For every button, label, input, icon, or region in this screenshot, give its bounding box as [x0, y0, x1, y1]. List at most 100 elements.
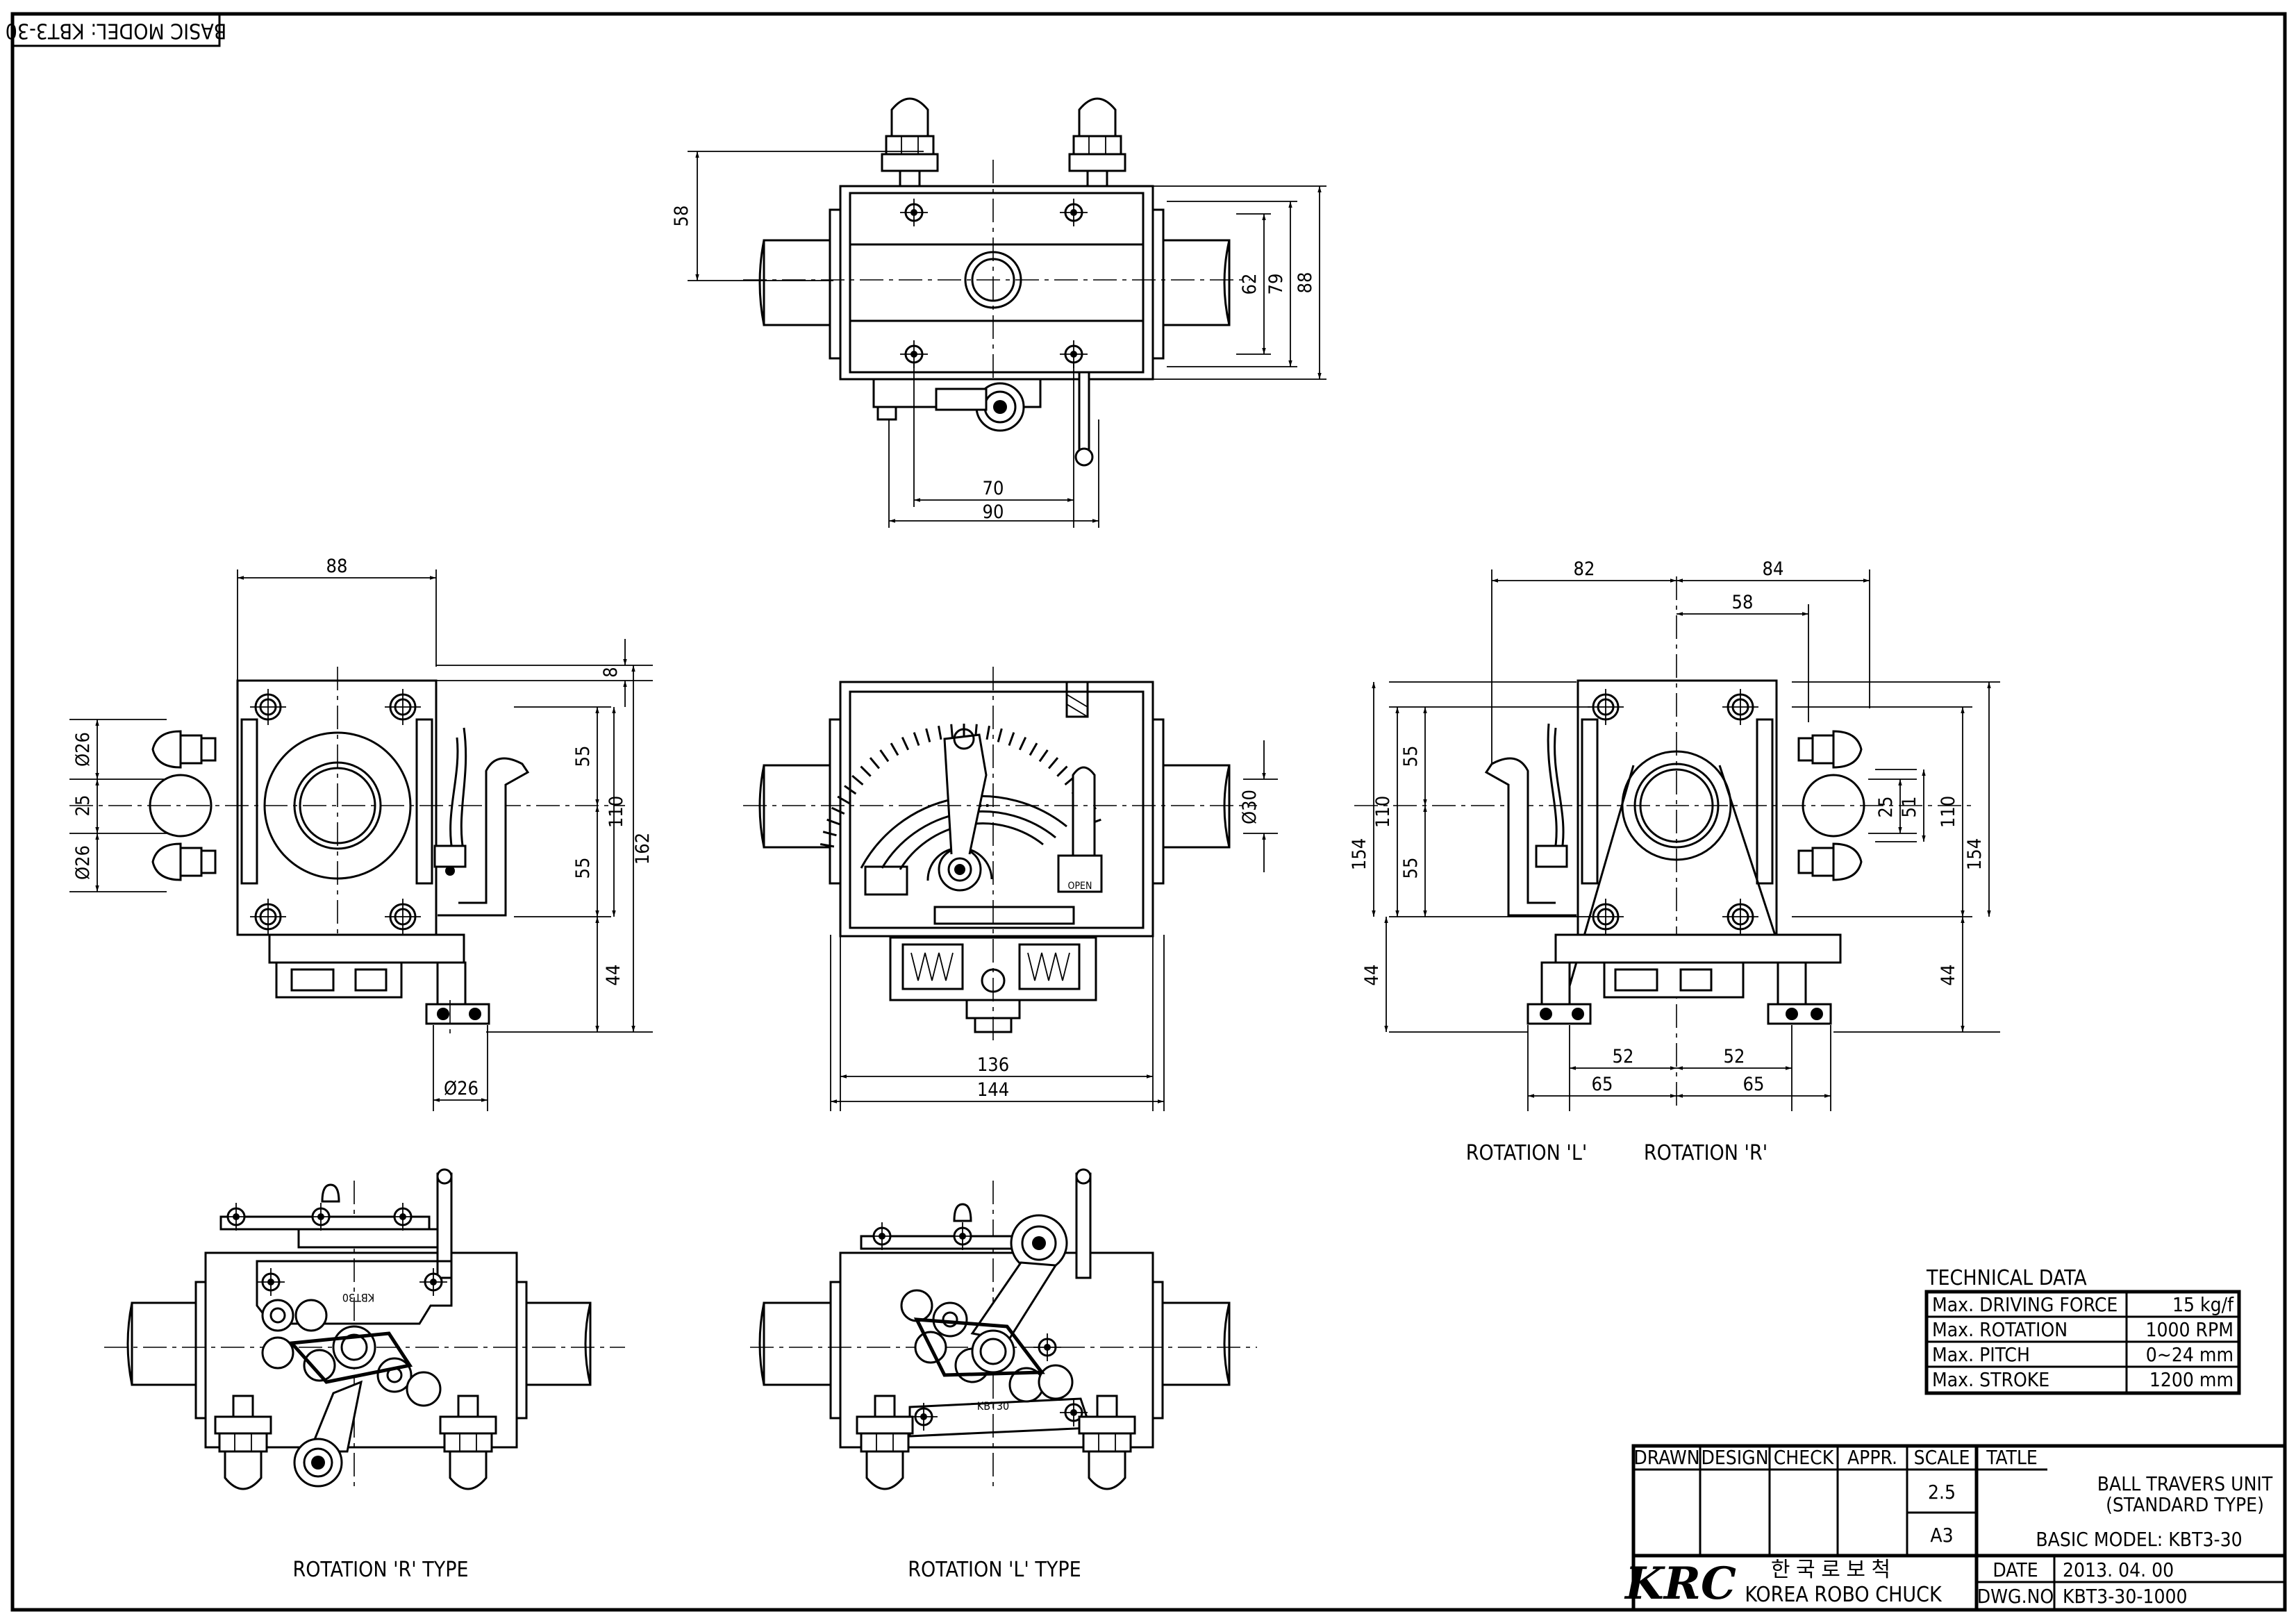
dial-tooth: [997, 728, 1003, 742]
right-dim-58: 58: [1732, 592, 1754, 613]
tb-date-value: 2013. 04. 00: [2063, 1558, 2174, 1581]
tech-row-value-pitch: 0~24 mm: [2146, 1343, 2233, 1366]
dial-tooth: [890, 742, 899, 756]
dial-tooth: [938, 725, 942, 740]
dial-tooth: [879, 749, 890, 763]
top-dim-90: 90: [983, 501, 1004, 523]
tb-header-drawn: DRAWN: [1633, 1446, 1699, 1469]
caption-rotation-l-type: ROTATION 'L' TYPE: [908, 1558, 1081, 1582]
dial-tooth: [860, 765, 872, 777]
mark-kbt30-left: KBT30: [342, 1291, 374, 1304]
right-dim-52a: 52: [1613, 1046, 1634, 1067]
top-dim-62: 62: [1239, 274, 1261, 295]
tb-scale-value: 2.5: [1928, 1481, 1956, 1504]
dial-tooth: [985, 725, 990, 740]
dial-tooth: [820, 843, 835, 848]
tb-header-check: CHECK: [1774, 1446, 1835, 1469]
tb-header-design: DESIGN: [1701, 1446, 1768, 1469]
dial-tooth: [1038, 749, 1049, 763]
right-dim-65a: 65: [1592, 1074, 1613, 1095]
dial-tooth: [837, 795, 851, 805]
mark-kbt30-right: KBT30: [977, 1399, 1009, 1413]
tb-company-english: KOREA ROBO CHUCK: [1745, 1583, 1943, 1607]
caption-rotation-r: ROTATION 'R': [1644, 1141, 1767, 1165]
tb-basic-model: BASIC MODEL: KBT3-30: [2036, 1528, 2242, 1551]
top-dim-79: 79: [1265, 274, 1287, 295]
left-dim-25: 25: [72, 795, 94, 817]
tb-header-appr: APPR.: [1847, 1446, 1897, 1469]
tech-row-value-stroke: 1200 mm: [2149, 1368, 2233, 1391]
tech-row-label-driving-force: Max. DRIVING FORCE: [1932, 1293, 2118, 1316]
border-caption: BASIC MODEL: KBT3-30: [6, 19, 227, 43]
dial-tooth: [901, 737, 910, 751]
front-dim-144: 144: [977, 1079, 1009, 1101]
left-dim-44: 44: [603, 965, 624, 986]
top-dim-70: 70: [983, 478, 1004, 499]
top-view: 58 62 79 88 70 90: [671, 97, 1326, 528]
front-dim-dia30: Ø30: [1239, 790, 1261, 824]
top-dim-88: 88: [1295, 272, 1316, 294]
tb-dwg-value: KBT3-30-1000: [2063, 1585, 2188, 1608]
tb-size-value: A3: [1930, 1524, 1953, 1547]
tech-row-label-pitch: Max. PITCH: [1932, 1343, 2030, 1366]
right-dim-65b: 65: [1743, 1074, 1765, 1095]
right-dim-51: 51: [1899, 797, 1920, 818]
technical-data-title: TECHNICAL DATA: [1926, 1266, 2087, 1290]
tb-tatle-label: TATLE: [1986, 1446, 2038, 1469]
dial-tooth: [844, 785, 857, 795]
right-dim-55a: 55: [1400, 746, 1422, 767]
dial-open-label: OPEN: [1068, 881, 1092, 892]
tb-company-korean: 한 국 로 보 척: [1771, 1558, 1890, 1582]
right-dim-44-left: 44: [1361, 965, 1383, 986]
left-dim-110: 110: [606, 796, 627, 828]
caption-rotation-r-type: ROTATION 'R' TYPE: [292, 1558, 468, 1582]
dial-tooth: [831, 806, 845, 815]
bottom-right-view: KBT30 ROTATION 'L' TYPE: [750, 1168, 1257, 1582]
left-dim-88: 88: [326, 556, 348, 577]
right-dim-154-left: 154: [1349, 838, 1370, 870]
left-dim-dia26-base: Ø26: [444, 1078, 479, 1099]
right-dim-55b: 55: [1400, 858, 1422, 879]
front-dim-136: 136: [977, 1054, 1009, 1076]
front-view: · · · · · · OPEN Ø30 136: [743, 667, 1278, 1111]
cam-link-chain-r: [256, 1267, 449, 1488]
dial-tooth: [851, 774, 864, 786]
right-dim-110-left: 110: [1372, 796, 1394, 828]
bottom-left-view: KBT30 ROTATION 'R' TYPE: [104, 1168, 625, 1582]
right-dim-25: 25: [1875, 797, 1897, 818]
tech-row-value-rotation: 1000 RPM: [2145, 1318, 2233, 1341]
tb-dwg-label: DWG.NO: [1977, 1585, 2054, 1608]
tech-row-label-rotation: Max. ROTATION: [1932, 1318, 2068, 1341]
sheet-border: BASIC MODEL: KBT3-30: [6, 12, 2287, 1612]
dial-tooth: [1056, 765, 1068, 777]
right-dim-154-right: 154: [1964, 838, 1986, 870]
left-dim-162: 162: [632, 833, 654, 865]
dial-tooth: [826, 818, 840, 826]
right-dim-82: 82: [1574, 558, 1595, 580]
right-dim-84: 84: [1763, 558, 1784, 580]
right-view: 82 84 58 55 110 154 55 44 25 51 110: [1349, 558, 2000, 1165]
dial-tooth: [1047, 757, 1059, 769]
tb-logo: KRC: [1624, 1558, 1736, 1610]
caption-rotation-l: ROTATION 'L': [1466, 1141, 1588, 1165]
left-dim-55a: 55: [572, 746, 594, 767]
title-block: DRAWN DESIGN CHECK APPR. SCALE 2.5 A3 TA…: [1624, 1444, 2287, 1612]
dial-tooth: [925, 728, 931, 742]
left-dim-8: 8: [600, 667, 622, 677]
tb-header-scale: SCALE: [1914, 1446, 1970, 1469]
dial-tooth: [950, 724, 954, 738]
left-view: 88 8 55 110 162 55 44 Ø26 25 Ø26 Ø26: [69, 556, 654, 1111]
top-dim-58: 58: [671, 206, 692, 227]
cam-link-chain-l: [900, 1289, 1074, 1403]
dial-tooth: [869, 757, 881, 769]
left-dim-dia26-top: Ø26: [72, 732, 94, 767]
left-dim-55b: 55: [572, 858, 594, 879]
technical-data-table: TECHNICAL DATA Max. DRIVING FORCE 15 kg/…: [1924, 1266, 2241, 1395]
dial-tooth: [1029, 742, 1038, 756]
dial-tooth: [1018, 737, 1027, 751]
right-dim-110-right: 110: [1938, 796, 1959, 828]
dial-tooth: [913, 732, 920, 746]
tb-date-label: DATE: [1993, 1558, 2038, 1581]
tech-row-value-driving-force: 15 kg/f: [2172, 1293, 2234, 1316]
